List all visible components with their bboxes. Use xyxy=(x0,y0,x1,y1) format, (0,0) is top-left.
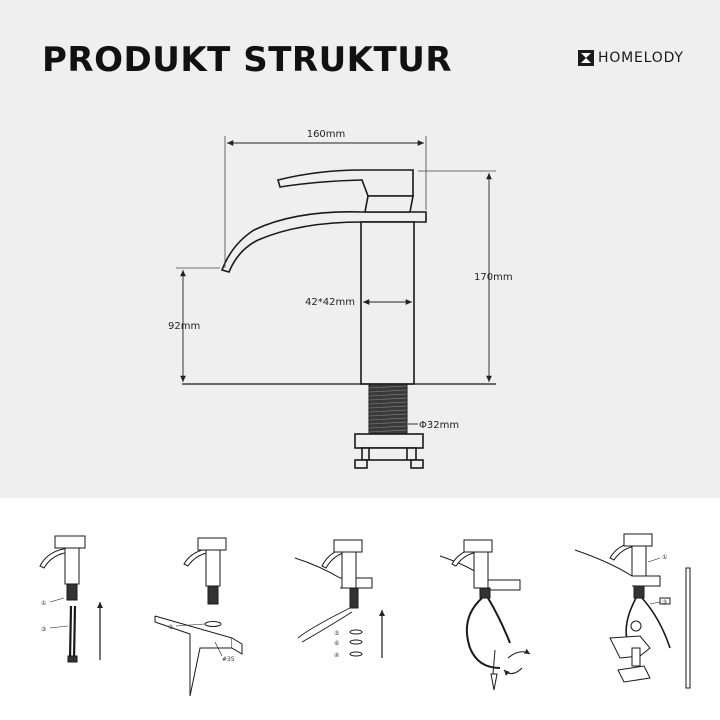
handle-base xyxy=(364,195,414,213)
threaded-shank xyxy=(368,383,408,435)
step5-callout-1: ① xyxy=(662,554,667,561)
mounting-bracket xyxy=(354,433,424,469)
install-step-5 xyxy=(574,533,691,689)
thread-diameter-label: Φ32mm xyxy=(419,420,459,431)
height-dimension: 170mm xyxy=(474,173,513,382)
install-step-3 xyxy=(294,539,385,658)
width-dimension: 160mm xyxy=(227,129,424,146)
page-title: PRODUKT STRUKTUR xyxy=(42,40,453,80)
handle-lever xyxy=(277,169,414,197)
faucet-outline xyxy=(220,169,427,385)
step2-hole-label: #35 xyxy=(222,656,235,663)
step3-callout-6: ⑥ xyxy=(334,640,339,647)
body-section-dimension: 42*42mm xyxy=(305,297,412,308)
width-label: 160mm xyxy=(307,129,346,140)
step1-callout-3: ③ xyxy=(41,626,46,633)
faucet-dimension-drawing: 160mm 170mm 92mm 42*42mm Φ32mm xyxy=(168,129,513,469)
install-step-4 xyxy=(439,539,531,691)
extension-lines xyxy=(176,136,496,269)
step1-callout-1: ① xyxy=(41,600,46,607)
step3-callout-4: ④ xyxy=(334,652,339,659)
thread-diameter-dimension: Φ32mm xyxy=(408,420,459,431)
brand-name: HOMELODY xyxy=(598,50,684,66)
installation-panel xyxy=(0,498,720,720)
install-step-2 xyxy=(154,537,243,697)
step5-callout-3: ③ xyxy=(662,599,667,606)
step3-callout-5: ⑤ xyxy=(334,630,339,637)
step2-callout-2: ② xyxy=(168,624,174,631)
spout-height-dimension: 92mm xyxy=(168,270,200,382)
hourglass-logo-icon xyxy=(578,50,594,66)
height-label: 170mm xyxy=(474,272,513,283)
dimension-panel xyxy=(0,0,720,498)
spout xyxy=(220,211,427,273)
install-step-1 xyxy=(39,535,103,663)
brand-logo: HOMELODY xyxy=(578,48,684,68)
faucet-body xyxy=(360,221,415,385)
spout-height-label: 92mm xyxy=(168,321,200,332)
body-section-label: 42*42mm xyxy=(305,297,355,308)
installation-steps: ① ③ ② #35 ⑤ ⑥ ④ xyxy=(39,533,691,697)
